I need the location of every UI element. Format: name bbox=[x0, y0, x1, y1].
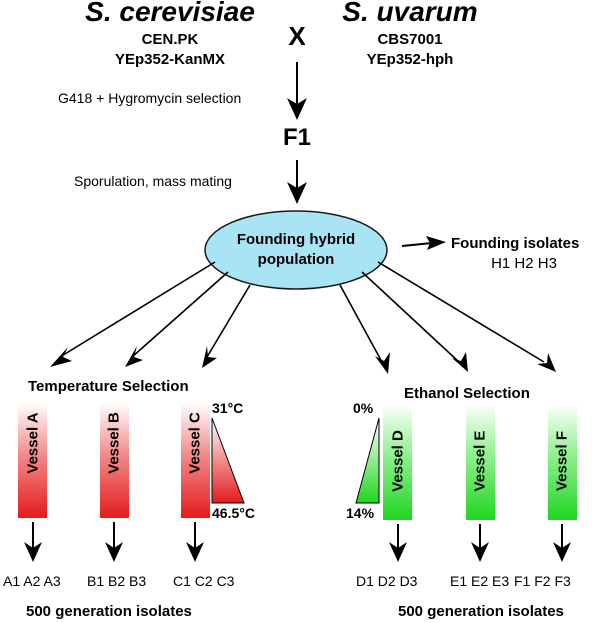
vessel-a-label: Vessel A bbox=[24, 412, 42, 474]
vessel-e-tube bbox=[466, 403, 495, 520]
temperature-selection-title: Temperature Selection bbox=[28, 378, 189, 395]
founding-isolates-title: Founding isolates bbox=[451, 235, 580, 252]
vessel-b-label: Vessel B bbox=[105, 412, 123, 474]
vessel-f-isolates: F1 F2 F3 bbox=[514, 573, 571, 589]
ethanol-gradient-triangle bbox=[355, 417, 380, 504]
vessel-d-label: Vessel D bbox=[389, 430, 407, 492]
vessel-d-tube bbox=[383, 403, 412, 520]
vessel-e-label: Vessel E bbox=[471, 430, 489, 492]
ethanol-gradient-bottom: 14% bbox=[346, 505, 375, 521]
arrow-cross-to-f1 bbox=[287, 62, 307, 120]
f1-label: F1 bbox=[282, 124, 311, 151]
vessel-f-tube bbox=[548, 403, 577, 520]
vessel-f-label: Vessel F bbox=[553, 430, 571, 492]
vessel-c-tube bbox=[181, 403, 210, 518]
arrowheads-to-vessels bbox=[50, 346, 556, 374]
sporulation-step-label: Sporulation, mass mating bbox=[74, 173, 232, 189]
founding-population-label-line2: population bbox=[257, 251, 335, 268]
vessel-c-label: Vessel C bbox=[186, 412, 204, 474]
vessel-b-tube bbox=[100, 403, 129, 518]
temperature-gradient-top: 31°C bbox=[212, 400, 244, 416]
cross-symbol: X bbox=[288, 21, 306, 51]
parent-left-species: S. cerevisiae bbox=[85, 0, 255, 27]
vessel-c-isolates: C1 C2 C3 bbox=[173, 573, 235, 589]
parent-right-strain: CBS7001 bbox=[377, 31, 443, 48]
ethanol-gradient-top: 0% bbox=[353, 400, 374, 416]
parent-right-species: S. uvarum bbox=[342, 0, 478, 27]
ethanol-selection-title: Ethanol Selection bbox=[404, 385, 530, 402]
founding-isolates-list: H1 H2 H3 bbox=[491, 255, 557, 272]
vessel-a-isolates: A1 A2 A3 bbox=[3, 573, 61, 589]
vessel-a-tube bbox=[18, 403, 47, 518]
arrow-to-founding-isolates bbox=[401, 236, 446, 250]
arrow-f1-to-population bbox=[287, 160, 307, 204]
temperature-gradient-triangle bbox=[211, 417, 245, 504]
temperature-gradient-bottom: 46.5°C bbox=[212, 505, 255, 521]
founding-population-ellipse bbox=[204, 210, 388, 290]
vessel-d-isolates: D1 D2 D3 bbox=[356, 573, 418, 589]
selection-step-label: G418 + Hygromycin selection bbox=[58, 90, 242, 106]
parent-left-plasmid: YEp352-KanMX bbox=[114, 51, 226, 68]
arrows-to-vessels bbox=[59, 261, 545, 363]
vessel-e-isolates: E1 E2 E3 bbox=[450, 573, 510, 589]
arrows-to-isolates bbox=[24, 522, 571, 562]
parent-left-strain: CEN.PK bbox=[141, 31, 199, 48]
vessel-b-isolates: B1 B2 B3 bbox=[87, 573, 147, 589]
temperature-footer: 500 generation isolates bbox=[26, 603, 192, 620]
founding-population-label-line1: Founding hybrid bbox=[236, 231, 356, 248]
ethanol-footer: 500 generation isolates bbox=[398, 603, 564, 620]
parent-right-plasmid: YEp352-hph bbox=[366, 51, 454, 68]
